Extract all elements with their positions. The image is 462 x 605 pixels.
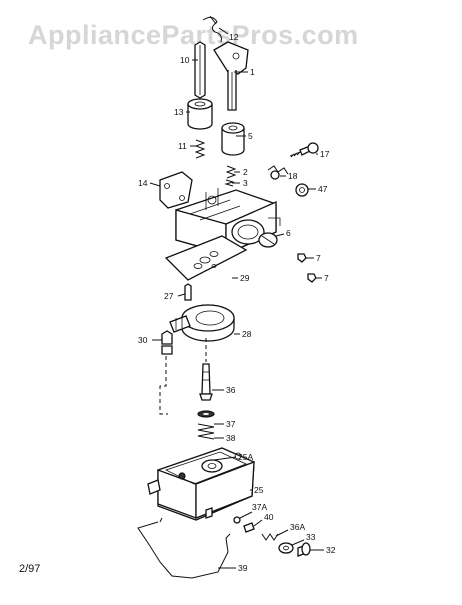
part-36-nozzle — [199, 338, 213, 401]
part-3-spring — [224, 179, 235, 187]
part-10-shaft — [194, 41, 206, 99]
part-12-clip — [202, 15, 222, 43]
label-3: 3 — [243, 178, 248, 188]
part-32-screw — [297, 542, 311, 557]
part-37-oring — [197, 410, 215, 418]
part-37A-oring — [233, 516, 241, 524]
leader-lines — [149, 27, 324, 569]
label-37: 37 — [226, 419, 236, 429]
part-30-needle — [159, 330, 173, 415]
part-36A-spring — [261, 533, 279, 541]
label-14: 14 — [138, 178, 148, 188]
label-1: 1 — [250, 67, 255, 77]
part-17-screw — [289, 142, 319, 158]
label-27: 27 — [164, 291, 174, 301]
part-47-plug — [295, 183, 309, 197]
label-11: 11 — [178, 141, 187, 151]
label-5: 5 — [248, 131, 253, 141]
part-39-bail — [137, 517, 231, 579]
part-labels: 12 10 1 13 5 11 2 3 17 18 14 47 6 7 7 29… — [138, 32, 336, 573]
label-39: 39 — [238, 563, 248, 573]
label-33: 33 — [306, 532, 316, 542]
label-7b: 7 — [324, 273, 329, 283]
label-10: 10 — [180, 55, 190, 65]
label-28: 28 — [242, 329, 252, 339]
watermark: AppliancePartsPros.com — [28, 20, 359, 50]
part-2-spring — [225, 165, 237, 179]
label-6: 6 — [286, 228, 291, 238]
carburetor-body — [175, 188, 281, 255]
label-37A: 37A — [252, 502, 267, 512]
label-38: 38 — [226, 433, 236, 443]
label-40: 40 — [264, 512, 274, 522]
part-40-washer — [243, 522, 255, 533]
label-7a: 7 — [316, 253, 321, 263]
label-18: 18 — [288, 171, 298, 181]
label-36A: 36A — [290, 522, 305, 532]
label-2: 2 — [243, 167, 248, 177]
label-47: 47 — [318, 184, 328, 194]
part-7-screws — [297, 253, 317, 283]
label-29: 29 — [240, 273, 250, 283]
part-13-cylinder — [187, 98, 213, 130]
label-25: 25 — [254, 485, 264, 495]
label-36: 36 — [226, 385, 236, 395]
part-38-spring — [197, 423, 215, 440]
part-11-spring — [194, 139, 206, 159]
part-14-gasket — [159, 171, 193, 209]
part-33-washer — [278, 542, 294, 554]
part-1-lever — [213, 41, 249, 111]
part-29-gasket — [164, 235, 248, 281]
part-5-cylinder — [221, 122, 245, 156]
part-25-bowl — [147, 447, 255, 521]
part-28-float — [169, 304, 235, 342]
label-17: 17 — [320, 149, 330, 159]
part-27-pin — [184, 283, 192, 301]
label-12: 12 — [229, 32, 239, 42]
part-6-plate — [258, 232, 278, 248]
label-25A: 25A — [238, 452, 253, 462]
label-32: 32 — [326, 545, 336, 555]
label-13: 13 — [174, 107, 184, 117]
part-18-spring — [267, 165, 289, 180]
label-30: 30 — [138, 335, 148, 345]
footer-code: 2/97 — [19, 563, 40, 575]
